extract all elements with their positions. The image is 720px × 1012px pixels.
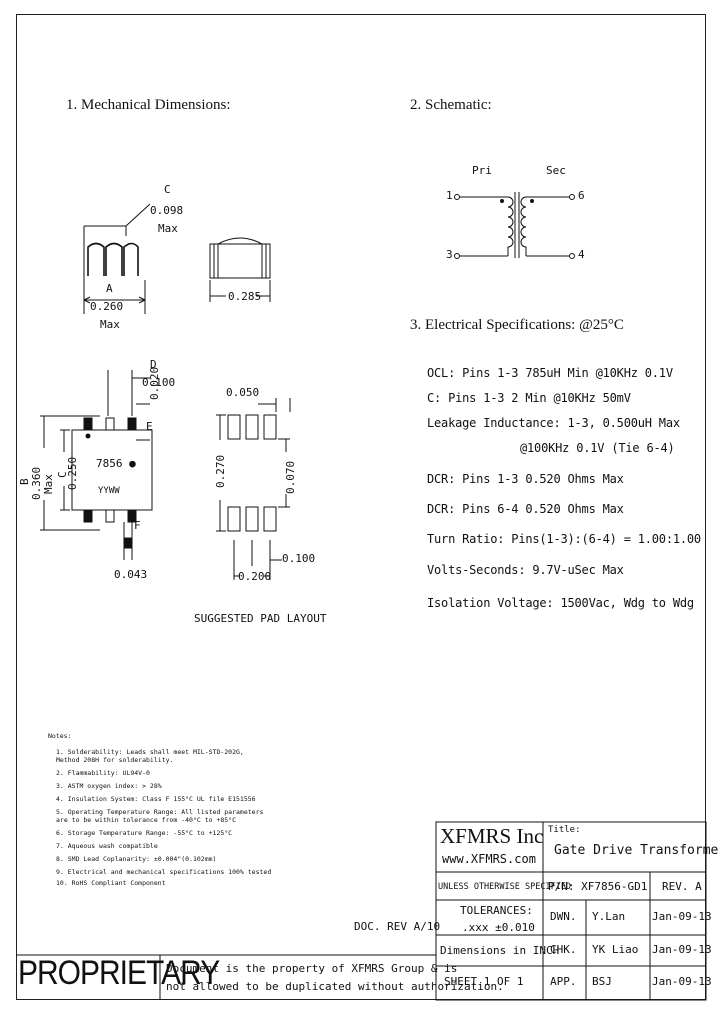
chk-label: CHK. xyxy=(550,943,577,956)
unless-specified: UNLESS OTHERWISE SPECIFIED xyxy=(438,882,572,892)
note-item: 4. Insulation System: Class F 155°C UL f… xyxy=(56,795,256,803)
dim-f-value: 0.043 xyxy=(114,568,148,581)
dwn-label: DWN. xyxy=(550,910,577,923)
spec-turn-ratio: Turn Ratio: Pins(1-3):(6-4) = 1.00:1.00 xyxy=(427,532,701,546)
app-date: Jan-09-13 xyxy=(652,975,712,988)
note-item: 7. Aqueous wash compatible xyxy=(56,842,158,850)
notes-title: Notes: xyxy=(48,732,72,740)
part-number: P/N: XF7856-GD1 xyxy=(548,880,648,893)
dim-c2-value: 0.250 xyxy=(66,456,79,490)
dim-a-max: Max xyxy=(100,318,120,331)
dim-c-label: C xyxy=(164,183,171,196)
part-marking: 7856 ● xyxy=(96,457,136,470)
notes-list: 1. Solderability: Leads shall meet MIL-S… xyxy=(56,748,271,887)
spec-volt-seconds: Volts-Seconds: 9.7V-uSec Max xyxy=(427,563,624,577)
note-item: 8. SMD Lead Coplanarity: ±0.004"(0.102mm… xyxy=(56,855,217,863)
dim-e-label: E xyxy=(146,420,153,433)
dim-c-value: 0.098 xyxy=(150,204,184,217)
dimensions-unit: Dimensions in INCH xyxy=(440,944,560,957)
dwn-date: Jan-09-13 xyxy=(652,910,712,923)
spec-c: C: Pins 1-3 2 Min @10KHz 50mV xyxy=(427,391,631,405)
chk-name: YK Liao xyxy=(592,943,639,956)
pad-pitch-value: 0.100 xyxy=(282,552,316,565)
doc-revision: DOC. REV A/10 xyxy=(354,920,441,933)
spec-leakage: Leakage Inductance: 1-3, 0.500uH Max xyxy=(427,416,680,430)
schematic-pin3: 3 xyxy=(446,248,453,261)
schematic-pin1: 1 xyxy=(446,189,453,202)
dim-d-label: D xyxy=(150,358,157,371)
spec-isolation: Isolation Voltage: 1500Vac, Wdg to Wdg xyxy=(427,596,694,610)
pad-top-value: 0.050 xyxy=(226,386,260,399)
dim-e-value: 0.020 xyxy=(148,366,161,400)
mech-heading: 1. Mechanical Dimensions: xyxy=(66,97,231,113)
dwn-name: Y.Lan xyxy=(592,910,626,923)
note-item: 5. Operating Temperature Range: All list… xyxy=(56,808,264,816)
dim-d-value: 0.100 xyxy=(142,376,176,389)
note-item: 3. ASTM oxygen index: > 28% xyxy=(56,782,162,790)
spec-dcr-pri: DCR: Pins 1-3 0.520 Ohms Max xyxy=(427,472,624,486)
dim-b-max: Max xyxy=(42,474,55,494)
elec-heading: 3. Electrical Specifications: @25°C xyxy=(410,317,624,333)
proprietary-line2: not allowed to be duplicated without aut… xyxy=(166,980,504,993)
drawing-frame xyxy=(16,14,706,1000)
dim-side-value: 0.285 xyxy=(228,290,262,303)
note-item: 10. RoHS Compliant Component xyxy=(56,879,166,887)
pad-inner-value: 0.070 xyxy=(284,460,297,494)
pad-width-value: 0.200 xyxy=(238,570,272,583)
proprietary-label: PROPRIETARY xyxy=(18,954,220,992)
revision: REV. A xyxy=(662,880,702,893)
spec-dcr-sec: DCR: Pins 6-4 0.520 Ohms Max xyxy=(427,502,624,516)
schematic-pin4: 4 xyxy=(578,248,585,261)
app-name: BSJ xyxy=(592,975,612,988)
drawing-title: Gate Drive Transformer xyxy=(554,843,720,858)
date-code: YYWW xyxy=(98,486,120,496)
schematic-heading: 2. Schematic: xyxy=(410,97,492,113)
app-label: APP. xyxy=(550,975,577,988)
note-item: are to be within tolerance from -40°C to… xyxy=(56,816,237,824)
schematic-pri-label: Pri xyxy=(472,164,492,177)
company-name: XFMRS Inc xyxy=(440,824,544,848)
note-item: 6. Storage Temperature Range: -55°C to +… xyxy=(56,829,233,837)
schematic-sec-label: Sec xyxy=(546,164,566,177)
schematic-pin6: 6 xyxy=(578,189,585,202)
note-item: 2. Flammability: UL94V-0 xyxy=(56,769,150,777)
dim-c-max: Max xyxy=(158,222,178,235)
tolerance-value: .xxx ±0.010 xyxy=(462,921,535,934)
proprietary-line1: Document is the property of XFMRS Group … xyxy=(166,962,458,975)
note-item: 1. Solderability: Leads shall meet MIL-S… xyxy=(56,748,244,756)
sheet-info: SHEET 1 OF 1 xyxy=(444,975,524,988)
dim-a-value: 0.260 xyxy=(90,300,124,313)
pad-height-value: 0.270 xyxy=(214,454,227,488)
spec-leakage-cond: @100KHz 0.1V (Tie 6-4) xyxy=(520,441,675,455)
pad-layout-caption: SUGGESTED PAD LAYOUT xyxy=(194,612,327,625)
dim-a-label: A xyxy=(106,282,113,295)
title-label: Title: xyxy=(548,825,581,835)
spec-ocl: OCL: Pins 1-3 785uH Min @10KHz 0.1V xyxy=(427,366,673,380)
dim-f-label: F xyxy=(134,519,141,532)
tolerances-label: TOLERANCES: xyxy=(460,904,533,917)
note-item: Method 208H for solderability. xyxy=(56,756,174,764)
note-item: 9. Electrical and mechanical specificati… xyxy=(56,868,272,876)
chk-date: Jan-09-13 xyxy=(652,943,712,956)
company-website: www.XFMRS.com xyxy=(442,852,536,866)
